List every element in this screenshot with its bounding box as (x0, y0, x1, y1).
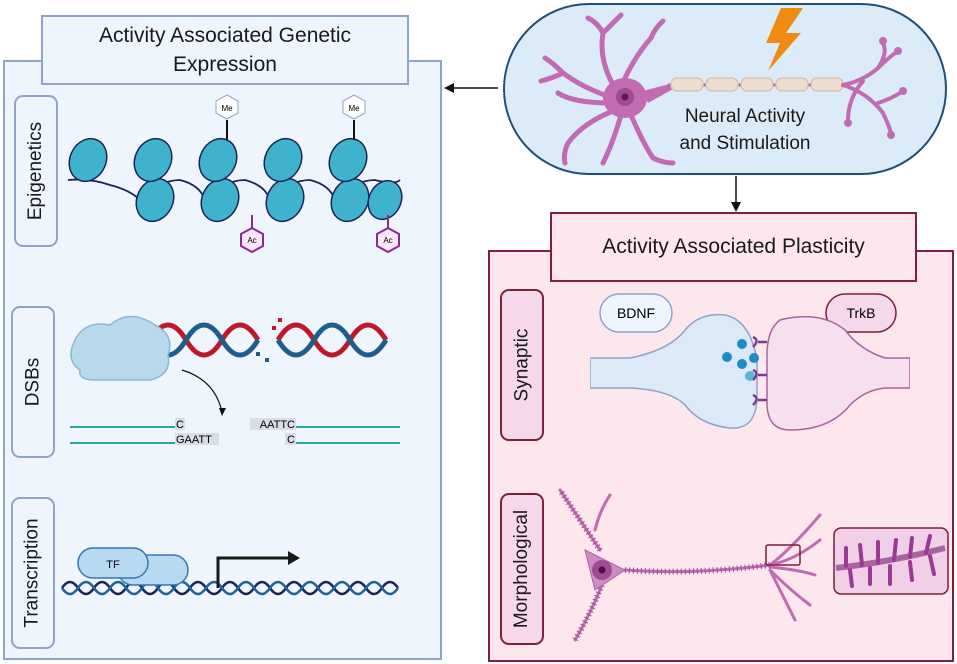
cleavage-arrow (181, 369, 223, 413)
morphological-label-box: Morphological (500, 493, 544, 645)
left-fragment-bottom: GAATT (176, 434, 212, 446)
bdnf-badge (599, 293, 673, 333)
methyl-mark-1: Me (215, 94, 239, 140)
acetyl-label: Ac (383, 236, 392, 245)
left-fragment-top: C (176, 419, 184, 431)
transcription-label: Transcription (22, 518, 43, 628)
right-dna-fragment (296, 426, 400, 444)
stimulus-label-line2: and Stimulation (679, 133, 811, 154)
stimulus-label-line1: Neural Activity (684, 106, 806, 127)
transcription-start-arrow (216, 556, 290, 588)
nuclease-cloud (70, 315, 171, 381)
stimulus-label: Neural Activity and Stimulation (660, 103, 830, 157)
bdnf-label: BDNF (617, 305, 655, 321)
dsbs-label-box: DSBs (11, 306, 55, 458)
myelin-sheaths (670, 77, 844, 92)
dna-helix (60, 580, 400, 596)
neuron-illustration (538, 8, 907, 166)
acetyl-mark-2: Ac (376, 215, 400, 254)
morphological-label: Morphological (511, 509, 533, 629)
left-dna-fragment (70, 426, 175, 444)
right-fragment-bottom: C (287, 434, 295, 446)
morphology-illustration (557, 488, 949, 642)
right-fragment-top: AATTC (260, 419, 295, 431)
trkb-receptors (752, 335, 767, 406)
arrow-down-icon (731, 202, 741, 212)
tf-protein (77, 547, 149, 579)
methyl-mark-2: Me (342, 94, 366, 140)
arrow-to-plasticity (731, 176, 741, 212)
presynaptic-terminal (590, 313, 758, 429)
genetic-title-line2: Expression (173, 53, 277, 76)
nucleosome-chain: Me Me Ac Ac (67, 94, 403, 254)
transcription-illustration: TF (60, 547, 400, 596)
arrow-left-icon (444, 83, 454, 93)
acetyl-label: Ac (247, 236, 256, 245)
genetic-title-line1: Activity Associated Genetic (98, 24, 352, 47)
epigenetics-label: Epigenetics (25, 121, 47, 221)
pyramidal-dendrites (558, 488, 822, 642)
methyl-label: Me (348, 104, 360, 113)
plasticity-title: Activity Associated Plasticity (550, 212, 917, 282)
synaptic-label-box: Synaptic (500, 289, 544, 441)
nucleosomes (68, 137, 403, 223)
dna-double-helix (147, 322, 389, 358)
axon-terminal (841, 41, 905, 135)
tf-label: TF (106, 559, 120, 571)
dsbs-label: DSBs (22, 357, 44, 407)
postsynaptic-terminal (766, 315, 910, 431)
transcription-label-box: Transcription (11, 497, 55, 649)
arrow-right-icon (288, 551, 300, 565)
zoom-region-box (765, 544, 801, 566)
bdnf-vesicles (722, 339, 759, 381)
dna-break-fragments (256, 318, 282, 362)
acetyl-mark-1: Ac (240, 215, 264, 254)
lightning-bolt-icon (766, 8, 803, 71)
epigenetics-label-box: Epigenetics (14, 95, 58, 247)
trkb-badge (825, 293, 897, 333)
methyl-label: Me (221, 104, 233, 113)
genetic-expression-title: Activity Associated Genetic Expression (41, 15, 409, 85)
arrow-to-genetic (444, 83, 498, 93)
dsb-illustration: C GAATT AATTC C (70, 315, 400, 446)
dendritic-spines (844, 534, 936, 588)
synaptic-label: Synaptic (511, 328, 532, 402)
synapse-illustration: BDNF TrkB (590, 293, 910, 431)
trkb-label: TrkB (846, 305, 875, 321)
